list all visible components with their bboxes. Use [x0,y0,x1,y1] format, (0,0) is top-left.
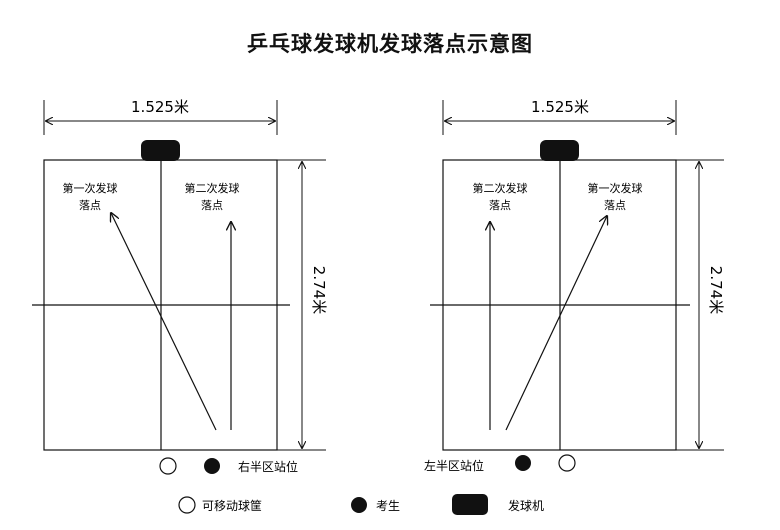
width-label: 1.525米 [531,98,589,116]
movable-basket-icon [558,454,576,472]
legend-serve-machine-icon [452,494,488,515]
left-table-diagram: 1.525米 2.74米 第一次发球 落点 第二次发球 落点 右半区站位 [32,98,328,475]
first-serve-label-line2: 落点 [604,199,626,212]
position-label: 左半区站位 [424,458,484,473]
length-label: 2.74米 [310,266,328,314]
movable-basket-icon [159,457,177,475]
diagram-title: 乒乓球发球机发球落点示意图 [247,31,533,56]
examinee-icon [204,458,220,474]
legend-examinee-label: 考生 [376,499,400,513]
legend-movable-basket-icon [178,496,196,514]
length-label: 2.74米 [707,266,725,314]
first-serve-trajectory [505,216,607,431]
legend: 可移动球筐 考生 发球机 [178,494,544,515]
serve-machine-icon [540,140,579,161]
position-label: 右半区站位 [238,459,298,474]
first-serve-trajectory [111,213,217,431]
first-serve-label-line2: 落点 [79,199,101,212]
second-serve-label-line1: 第二次发球 [185,181,240,195]
width-label: 1.525米 [131,98,189,116]
second-serve-label-line2: 落点 [489,199,511,212]
legend-serve-machine-label: 发球机 [508,498,544,513]
first-serve-label-line1: 第一次发球 [588,181,643,195]
serve-machine-icon [141,140,180,161]
right-table-diagram: 1.525米 2.74米 第二次发球 落点 第一次发球 落点 左半区站位 [424,98,725,473]
legend-examinee-icon [351,497,367,513]
legend-movable-basket-label: 可移动球筐 [202,498,262,513]
second-serve-label-line2: 落点 [201,199,223,212]
examinee-icon [515,455,531,471]
second-serve-label-line1: 第二次发球 [473,181,528,195]
first-serve-label-line1: 第一次发球 [63,181,118,195]
